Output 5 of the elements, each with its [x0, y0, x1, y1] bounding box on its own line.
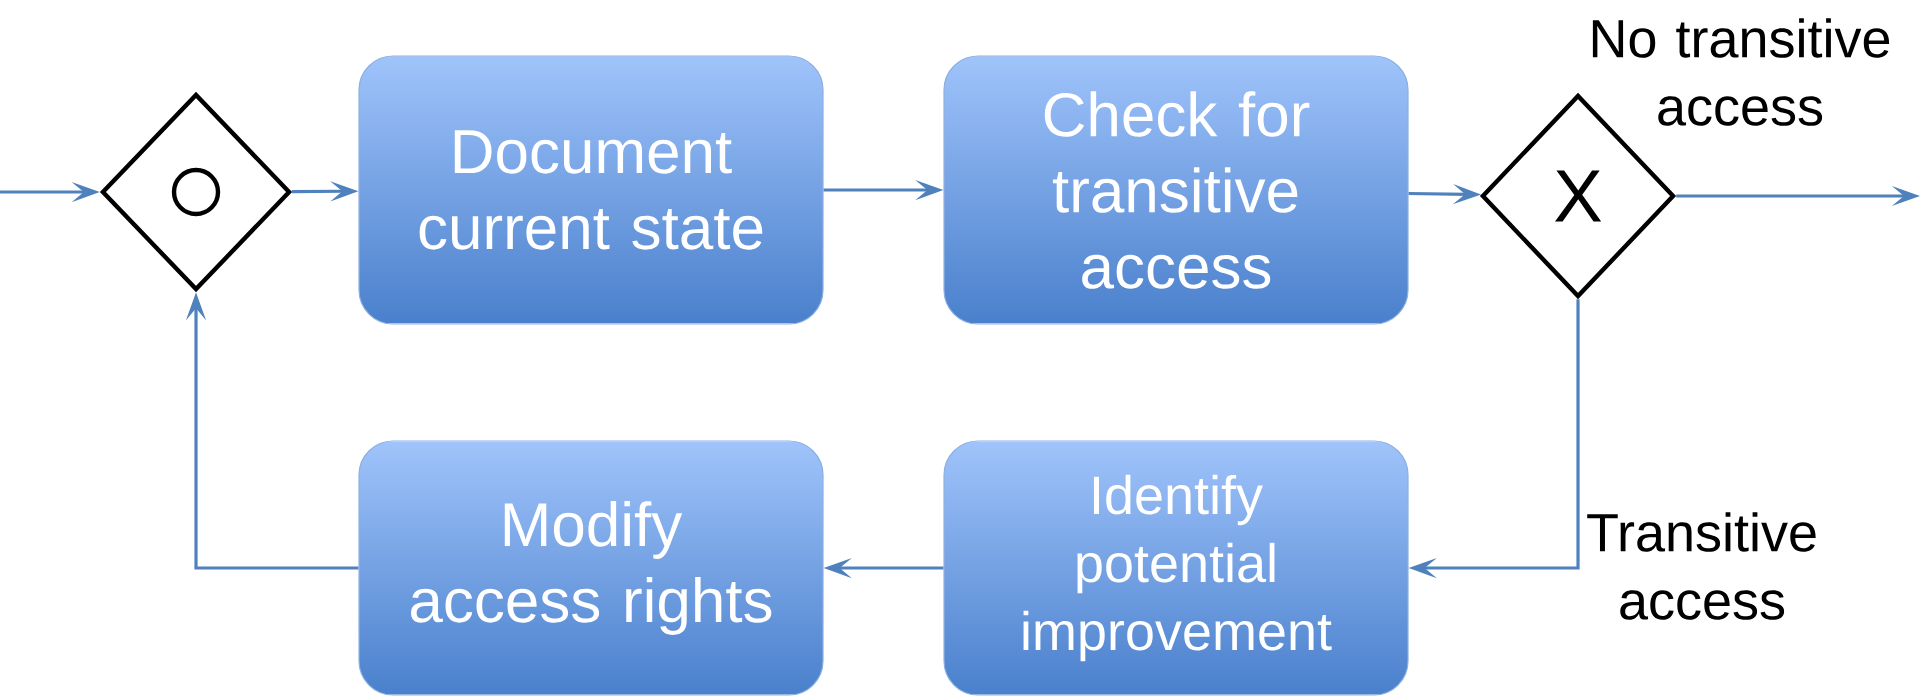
process-box: Modify access rights — [358, 440, 824, 696]
process-box: Identify potential improvement — [943, 440, 1409, 696]
process-box: Document current state — [358, 55, 824, 325]
process-box: Check for transitive access — [943, 55, 1409, 325]
edge-label: Transitive access — [1587, 512, 1816, 620]
